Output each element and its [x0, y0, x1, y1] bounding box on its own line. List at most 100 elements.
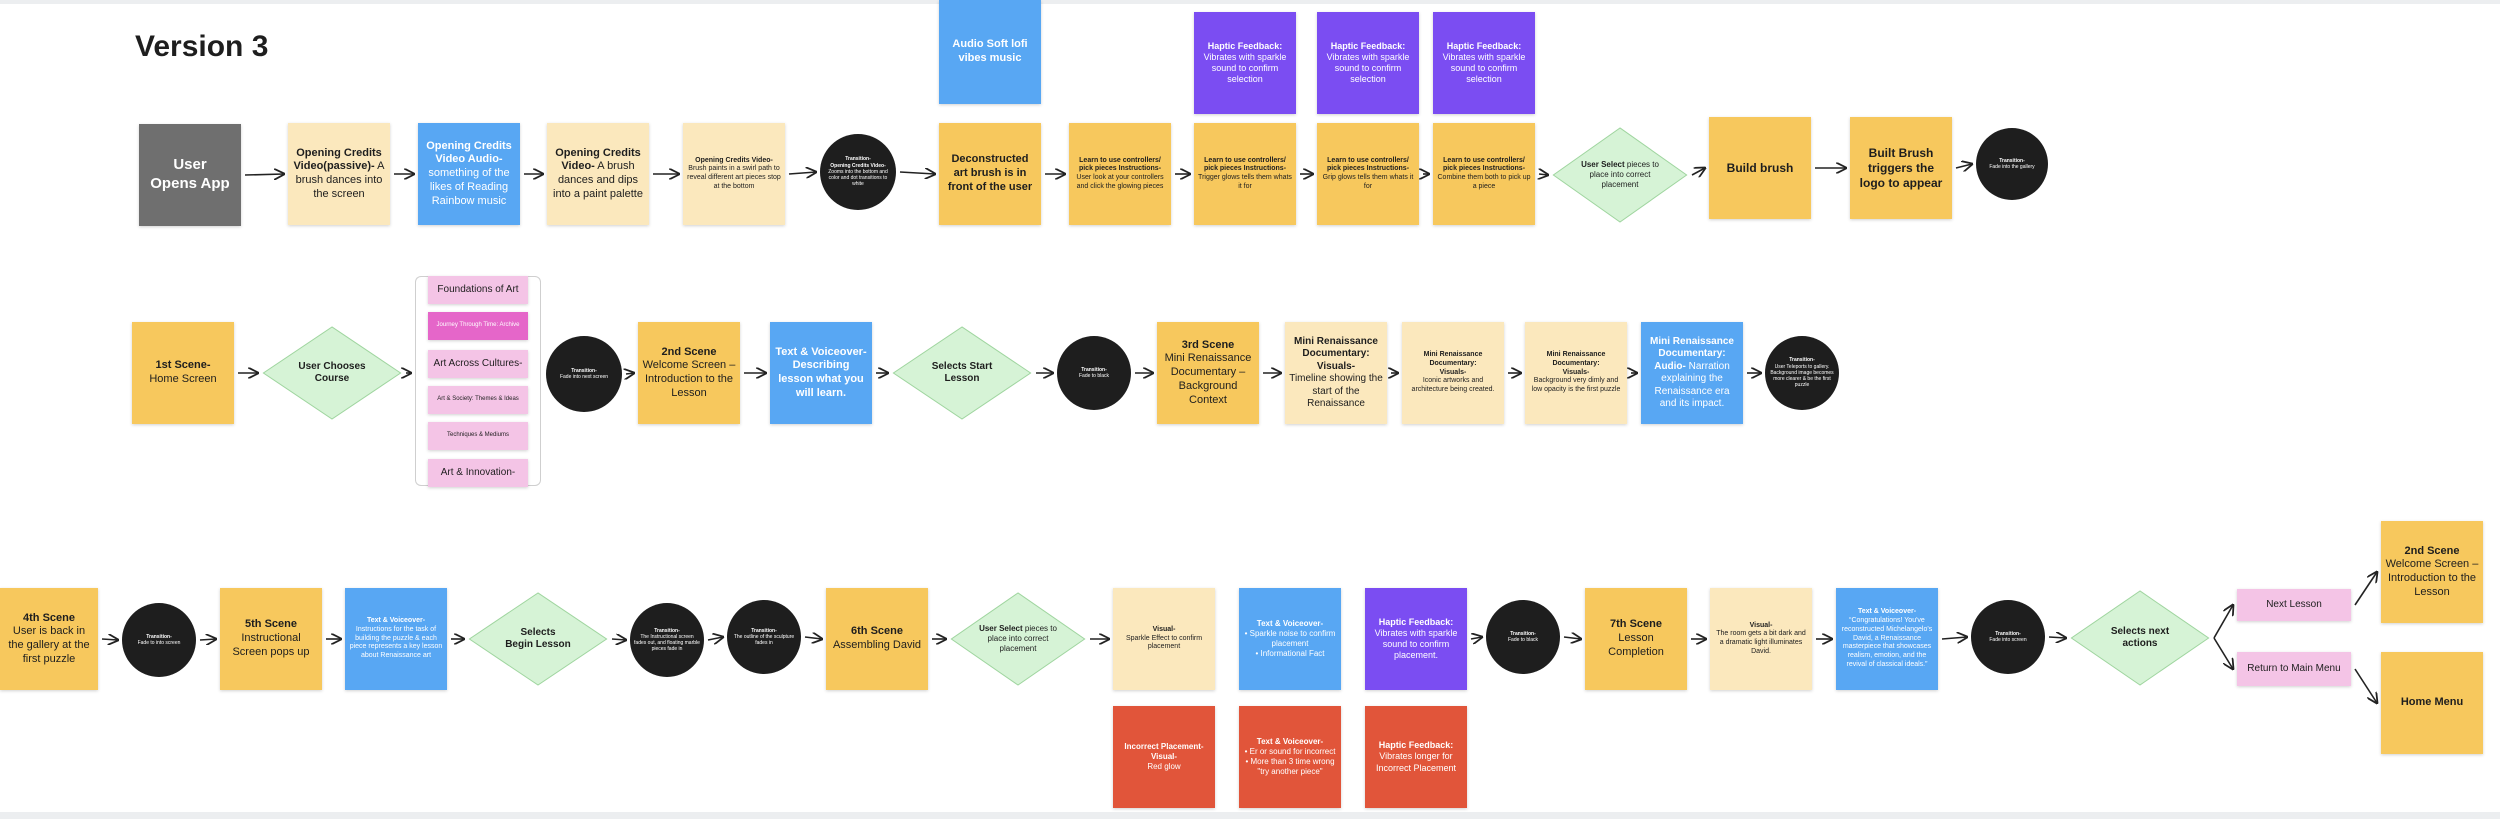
node-text: Deconstructed art brush is in front of t…: [943, 153, 1037, 194]
sticky-haptic-feedback[interactable]: Haptic Feedback: Vibrates with sparkle s…: [1317, 12, 1419, 114]
decision-selects-start-lesson[interactable]: Selects Start Lesson: [892, 326, 1032, 420]
node-heading: Incorrect Placement-: [1124, 742, 1204, 751]
sticky-built-brush-triggers-the-logo-to-appear[interactable]: Built Brush triggers the logo to appear: [1850, 117, 1952, 219]
sticky-text-voiceover[interactable]: Text & Voiceover-• Sparkle noise to conf…: [1239, 588, 1341, 690]
sticky-1st-scene[interactable]: 1st Scene-Home Screen: [132, 322, 234, 424]
sticky-opening-credits-video[interactable]: Opening Credits Video-Brush paints in a …: [683, 123, 785, 225]
sticky-opening-credits-video-passive[interactable]: Opening Credits Video(passive)- A brush …: [288, 123, 390, 225]
connector-arrow: [2213, 605, 2233, 639]
transition-transition[interactable]: Transition-The Instructional screen fade…: [630, 603, 704, 677]
sticky-visual[interactable]: Visual-The room gets a bit dark and a dr…: [1710, 588, 1812, 690]
node-line: Opening Credits Video(passive)- A brush …: [292, 147, 386, 202]
transition-transition[interactable]: Transition-Fade to black: [1057, 336, 1131, 410]
transition-transition[interactable]: Transition-The outline of the sculpture …: [727, 600, 801, 674]
node-body: • More than 3 time wrong "try another pi…: [1245, 757, 1335, 776]
node-heading: Haptic Feedback:: [1207, 40, 1283, 51]
node-line: Selects next actions: [2096, 626, 2184, 651]
sticky-haptic-feedback[interactable]: Haptic Feedback: Vibrates with sparkle s…: [1365, 588, 1467, 690]
transition-transition[interactable]: Transition-Opening Credits Video- Zooms …: [820, 134, 896, 210]
node-line: 2nd Scene: [642, 346, 736, 360]
connector-arrow: [2354, 572, 2377, 606]
node-text: Text & Voiceover-Describing lesson what …: [774, 346, 868, 401]
node-line: Visual-: [1117, 626, 1211, 635]
node-body: A brush dances into the screen: [295, 160, 385, 200]
decision-user-select[interactable]: User Select pieces to place into correct…: [950, 592, 1086, 686]
sticky-learn-to-use-controllers-pick-pieces-ins[interactable]: Learn to use controllers/ pick pieces In…: [1069, 123, 1171, 225]
sticky-foundations-of-art[interactable]: Foundations of Art: [428, 276, 528, 304]
sticky-art-across-cultures[interactable]: Art Across Cultures-: [428, 350, 528, 378]
transition-transition[interactable]: Transition-Fade to black: [1486, 600, 1560, 674]
sticky-mini-renaissance-documentary[interactable]: Mini Renaissance Documentary:Visuals-Ico…: [1402, 322, 1504, 424]
sticky-deconstructed-art-brush-is-in-front-of-t[interactable]: Deconstructed art brush is in front of t…: [939, 123, 1041, 225]
transition-transition[interactable]: Transition-User Teleports to gallery. Ba…: [1765, 336, 1839, 410]
decision-user-chooses-course[interactable]: User Chooses Course: [262, 326, 402, 420]
node-line: Visuals-: [1406, 369, 1500, 378]
sticky-haptic-feedback[interactable]: Haptic Feedback: Vibrates with sparkle s…: [1194, 12, 1296, 114]
node-body: Vibrates with sparkle sound to confirm s…: [1203, 51, 1287, 85]
sticky-mini-renaissance-documentary[interactable]: Mini Renaissance Documentary:Audio- Narr…: [1641, 322, 1743, 424]
node-line: User Teleports to gallery. Background im…: [1769, 364, 1835, 389]
sticky-haptic-feedback[interactable]: Haptic Feedback: Vibrates with sparkle s…: [1433, 12, 1535, 114]
sticky-opening-credits-video[interactable]: Opening Credits Video- A brush dances an…: [547, 123, 649, 225]
sticky-text-voiceover[interactable]: Text & Voiceover-“Congratulations! You'v…: [1836, 588, 1938, 690]
node-heading: Text & Voiceover-: [1256, 619, 1324, 628]
sticky-learn-to-use-controllers-pick-pieces-ins[interactable]: Learn to use controllers/ pick pieces In…: [1317, 123, 1419, 225]
node-heading: Text & Voiceover-: [1857, 608, 1917, 616]
node-body: Timeline showing the start of the Renais…: [1289, 373, 1383, 409]
node-text: Mini Renaissance Documentary:Visuals-Tim…: [1289, 336, 1383, 411]
sticky-techniques-mediums[interactable]: Techniques & Mediums: [428, 422, 528, 450]
sticky-learn-to-use-controllers-pick-pieces-ins[interactable]: Learn to use controllers/ pick pieces In…: [1194, 123, 1296, 225]
sticky-art-innovation[interactable]: Art & Innovation-: [428, 459, 528, 487]
sticky-journey-through-time-archive[interactable]: Journey Through Time: Archive: [428, 312, 528, 340]
sticky-return-to-main-menu[interactable]: Return to Main Menu: [2237, 652, 2351, 686]
transition-transition[interactable]: Transition-Fade into the gallery: [1976, 128, 2048, 200]
sticky-art-society-themes-ideas[interactable]: Art & Society: Themes & Ideas: [428, 386, 528, 414]
node-heading: Selects Start Lesson: [931, 360, 993, 385]
node-line: Mini Renaissance Documentary:: [1406, 351, 1500, 369]
transition-transition[interactable]: Transition-Fade into screen: [1971, 600, 2045, 674]
sticky-home-menu[interactable]: Home Menu: [2381, 652, 2483, 754]
sticky-visual[interactable]: Visual-Sparkle Effect to confirm placeme…: [1113, 588, 1215, 690]
node-line: Describing lesson what you will learn.: [774, 359, 868, 400]
decision-user-select[interactable]: User Select pieces to place into correct…: [1552, 127, 1688, 223]
node-text: Visual-Sparkle Effect to confirm placeme…: [1117, 626, 1211, 652]
node-line: 7th Scene: [1589, 618, 1683, 632]
sticky-build-brush[interactable]: Build brush: [1709, 117, 1811, 219]
node-line: • More than 3 time wrong "try another pi…: [1243, 757, 1337, 777]
sticky-opening-credits-video-audio[interactable]: Opening Credits Video Audio-something of…: [418, 123, 520, 225]
node-text: Incorrect Placement-Visual-Red glow: [1117, 742, 1211, 772]
sticky-haptic-feedback[interactable]: Haptic Feedback:Vibrates longer for Inco…: [1365, 706, 1467, 808]
sticky-text-voiceover[interactable]: Text & Voiceover-Instructions for the ta…: [345, 588, 447, 690]
transition-transition[interactable]: Transition-Fade to into screen: [122, 603, 196, 677]
sticky-mini-renaissance-documentary[interactable]: Mini Renaissance Documentary:Visuals-Bac…: [1525, 322, 1627, 424]
sticky-incorrect-placement[interactable]: Incorrect Placement-Visual-Red glow: [1113, 706, 1215, 808]
node-heading: 5th Scene: [245, 618, 297, 631]
sticky-audio-soft-lofi-vibes-music[interactable]: Audio Soft lofi vibes music: [939, 0, 1041, 104]
sticky-next-lesson[interactable]: Next Lesson: [2237, 589, 2351, 621]
node-heading: 7th Scene: [1610, 618, 1662, 631]
sticky-learn-to-use-controllers-pick-pieces-ins[interactable]: Learn to use controllers/ pick pieces In…: [1433, 123, 1535, 225]
sticky-text-voiceover[interactable]: Text & Voiceover-• Er or sound for incor…: [1239, 706, 1341, 808]
node-line: Vibrates longer for Incorrect Placement: [1369, 751, 1463, 774]
node-line: Home Screen: [136, 373, 230, 387]
node-text: Opening Credits Video-Brush paints in a …: [687, 157, 781, 192]
node-body: Zooms into the bottom and color and dot …: [828, 168, 888, 188]
node-line: Opening Credits Video- Zooms into the bo…: [824, 163, 892, 188]
node-line: Transition-: [731, 628, 797, 634]
decision-selects-next-actions[interactable]: Selects next actions: [2070, 590, 2210, 686]
transition-transition[interactable]: Transition-Fade into next screen: [546, 336, 622, 412]
node-line: • Sparkle noise to confirm placement: [1243, 629, 1337, 649]
sticky-text-voiceover[interactable]: Text & Voiceover-Describing lesson what …: [770, 322, 872, 424]
sticky-mini-renaissance-documentary[interactable]: Mini Renaissance Documentary:Visuals-Tim…: [1285, 322, 1387, 424]
node-text: Learn to use controllers/ pick pieces In…: [1321, 157, 1415, 192]
